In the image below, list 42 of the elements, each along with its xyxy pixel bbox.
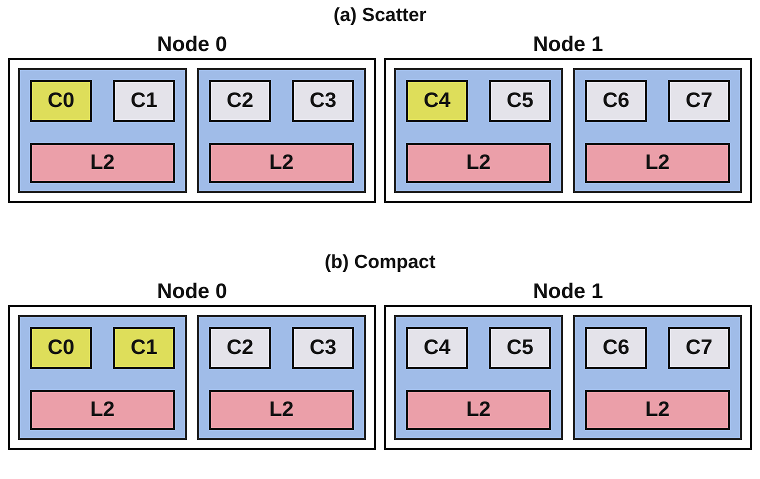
core-box: C5 (489, 80, 551, 122)
core-box: C6 (585, 327, 647, 369)
core-box: C3 (292, 80, 354, 122)
cache-bar: L2 (30, 143, 175, 183)
core-box: C2 (209, 327, 271, 369)
node-box (8, 58, 376, 203)
core-box: C4 (406, 327, 468, 369)
core-box: C0 (30, 80, 92, 122)
socket-box (18, 68, 187, 193)
node-heading: Node 1 (532, 32, 603, 58)
core-box: C2 (209, 80, 271, 122)
core-box: C3 (292, 327, 354, 369)
socket-box (197, 68, 366, 193)
core-box: C0 (30, 327, 92, 369)
node-box (8, 305, 376, 450)
core-box: C1 (113, 327, 175, 369)
cache-bar: L2 (30, 390, 175, 430)
node-heading: Node 1 (532, 279, 603, 305)
cache-bar: L2 (585, 143, 730, 183)
core-box: C7 (668, 80, 730, 122)
core-box: C4 (406, 80, 468, 122)
core-box: C6 (585, 80, 647, 122)
node-box (384, 305, 752, 450)
socket-box (573, 68, 742, 193)
cache-bar: L2 (209, 143, 354, 183)
panel-title: (b) Compact (324, 251, 436, 275)
cache-bar: L2 (406, 143, 551, 183)
cache-bar: L2 (406, 390, 551, 430)
socket-box (394, 68, 563, 193)
cache-bar: L2 (209, 390, 354, 430)
node-heading: Node 0 (156, 279, 227, 305)
core-box: C7 (668, 327, 730, 369)
node-box (384, 58, 752, 203)
socket-box (394, 315, 563, 440)
cache-bar: L2 (585, 390, 730, 430)
panel-title: (a) Scatter (334, 4, 426, 28)
node-heading: Node 0 (156, 32, 227, 58)
core-box: C5 (489, 327, 551, 369)
socket-box (197, 315, 366, 440)
socket-box (18, 315, 187, 440)
core-box: C1 (113, 80, 175, 122)
socket-box (573, 315, 742, 440)
